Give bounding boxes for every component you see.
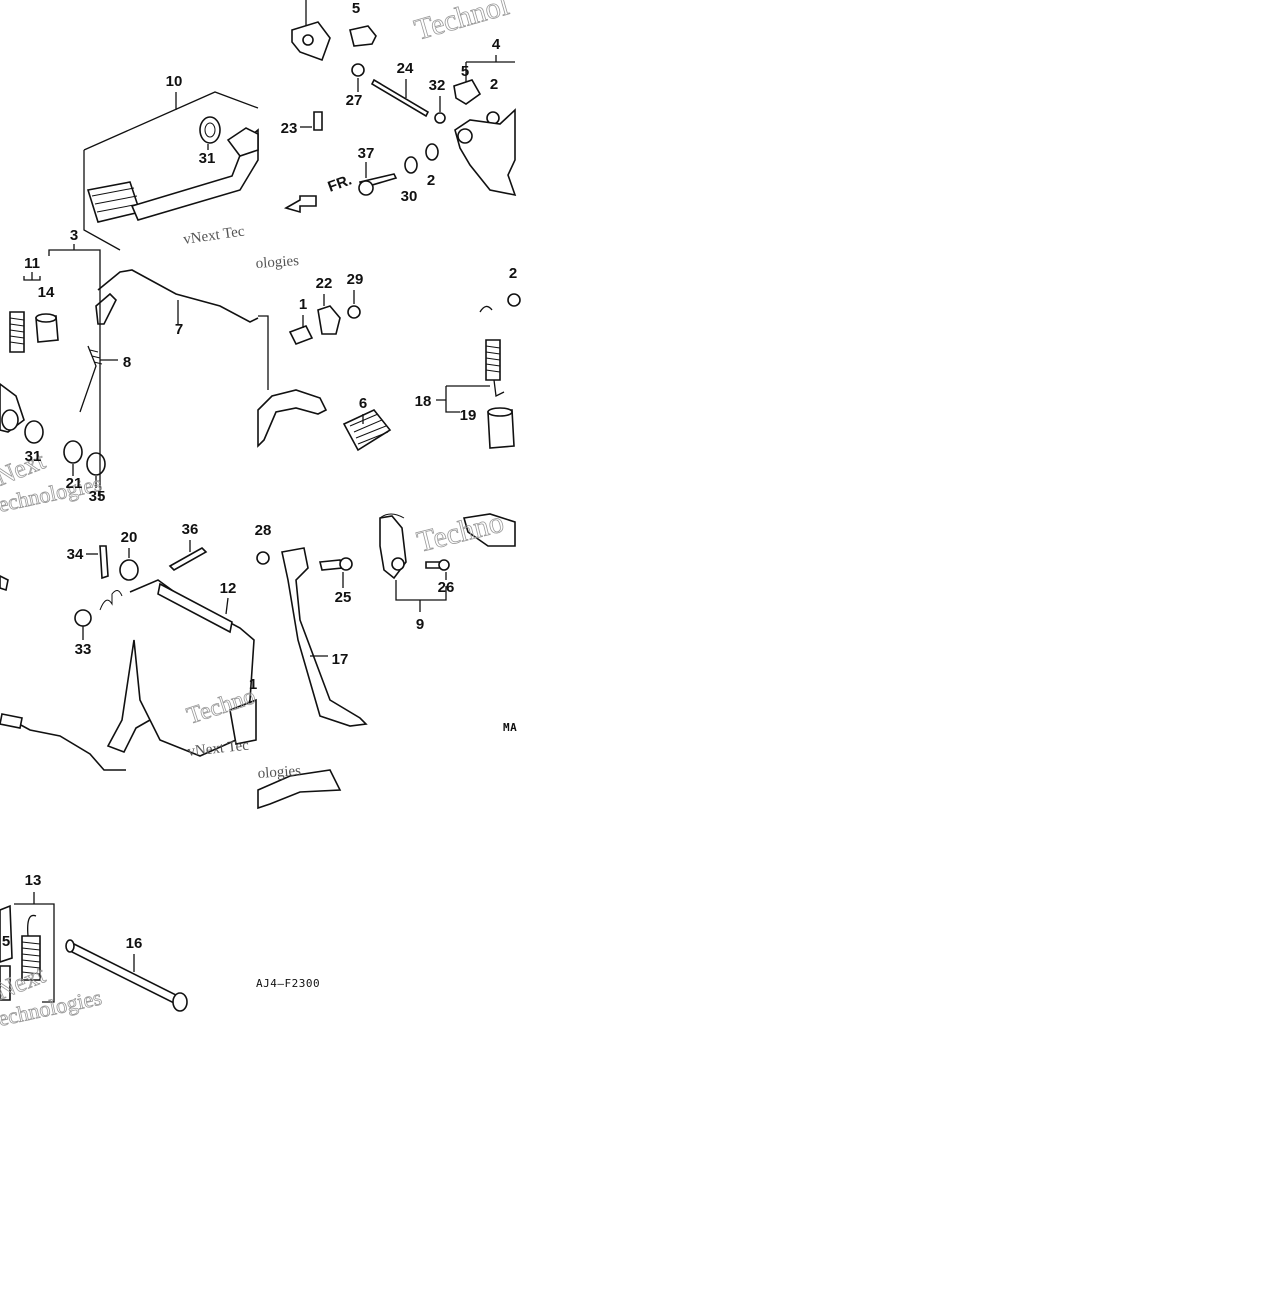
switch-cable-7: [97, 269, 259, 323]
callout-28: 28: [255, 522, 272, 539]
callout-31: 31: [25, 448, 42, 465]
nut-29: [347, 305, 361, 319]
seal-31: [199, 116, 221, 144]
callout-5: 5: [2, 933, 10, 950]
callout-8: 8: [123, 354, 131, 371]
stand-spring: [7, 717, 126, 771]
nut-33: [74, 609, 92, 627]
callout-19: 19: [460, 407, 477, 424]
callout-29: 29: [347, 271, 364, 288]
nut-2b: [425, 143, 439, 161]
callout-11: 11: [24, 255, 40, 272]
callout-1: 1: [249, 676, 257, 693]
callout-16: 16: [126, 935, 143, 952]
main-stand-panel: [0, 540, 257, 771]
gear-pedal-arm: [257, 389, 328, 448]
callout-9: 9: [416, 616, 424, 633]
callout-35: 35: [89, 488, 106, 505]
callout-2: 2: [427, 172, 435, 189]
callout-32: 32: [429, 77, 446, 94]
callout-2: 2: [509, 265, 517, 282]
callout-23: 23: [281, 120, 298, 137]
callout-27: 27: [346, 92, 363, 109]
watermark: ologies: [257, 763, 302, 782]
shift-arm: [454, 108, 517, 197]
spring-13: [21, 935, 41, 981]
callout-37: 37: [358, 145, 375, 162]
callout-3: 3: [70, 227, 78, 244]
callout-5: 5: [352, 0, 360, 17]
side-stand-panel: [256, 513, 516, 810]
callout-14: 14: [38, 284, 55, 301]
callout-6: 6: [359, 395, 367, 412]
watermark: vNext Tec: [182, 224, 246, 248]
watermark: ologies: [255, 253, 300, 272]
washer-20: [119, 559, 139, 581]
shift-linkage: FR.: [283, 0, 517, 214]
callout-31: 31: [199, 150, 216, 167]
callout-10: 10: [166, 73, 183, 90]
nut-32: [434, 112, 446, 124]
callout-12: 12: [220, 580, 237, 597]
bolt-36: [168, 547, 208, 571]
cotter-pin-34: [99, 545, 109, 580]
watermark: Techno: [414, 506, 507, 559]
rod-end-5: [349, 25, 377, 47]
corner-code: MA: [503, 721, 517, 734]
side-stand-17: [281, 547, 368, 727]
washer-30: [404, 156, 418, 174]
bolt-23: [313, 111, 323, 131]
brake-pedal-assembly: [83, 91, 259, 251]
callout-1: 1: [299, 296, 307, 313]
callout-5: 5: [461, 63, 469, 80]
watermark: vNext Tec: [187, 738, 250, 760]
callout-26: 26: [438, 579, 455, 596]
callout-21: 21: [66, 475, 83, 492]
callout-2: 2: [490, 76, 498, 93]
callout-4: 4: [492, 36, 501, 53]
spring-8: [79, 345, 97, 413]
washer-21: [63, 440, 83, 464]
drawing-code: AJ4–F2300: [256, 977, 320, 990]
front-direction-arrow: [283, 195, 317, 214]
rod-end-5b: [453, 79, 482, 105]
callout-22: 22: [316, 275, 333, 292]
callout-13: 13: [25, 872, 42, 889]
nut-27: [351, 63, 365, 77]
callout-25: 25: [335, 589, 352, 606]
pin-1: [288, 324, 314, 346]
callout-30: 30: [401, 188, 418, 205]
shift-rod-24: [370, 78, 430, 118]
return-spring-panel: [436, 293, 521, 449]
callout-33: 33: [75, 641, 92, 658]
gear-pedal-panel: [257, 290, 392, 452]
callout-18: 18: [415, 393, 432, 410]
clip-22: [317, 305, 341, 335]
callout-34: 34: [67, 546, 84, 563]
rubber-6: [342, 409, 392, 452]
springs-shaft-panel: [0, 892, 188, 1012]
callout-36: 36: [182, 521, 199, 538]
seal-31b: [24, 420, 44, 444]
bolt-25: [318, 559, 344, 571]
callout-7: 7: [175, 321, 183, 338]
callout-24: 24: [397, 60, 414, 77]
callout-17: 17: [332, 651, 349, 668]
callout-20: 20: [121, 529, 138, 546]
direction-label: FR.: [326, 172, 355, 196]
brake-switch-panel: [0, 244, 259, 500]
